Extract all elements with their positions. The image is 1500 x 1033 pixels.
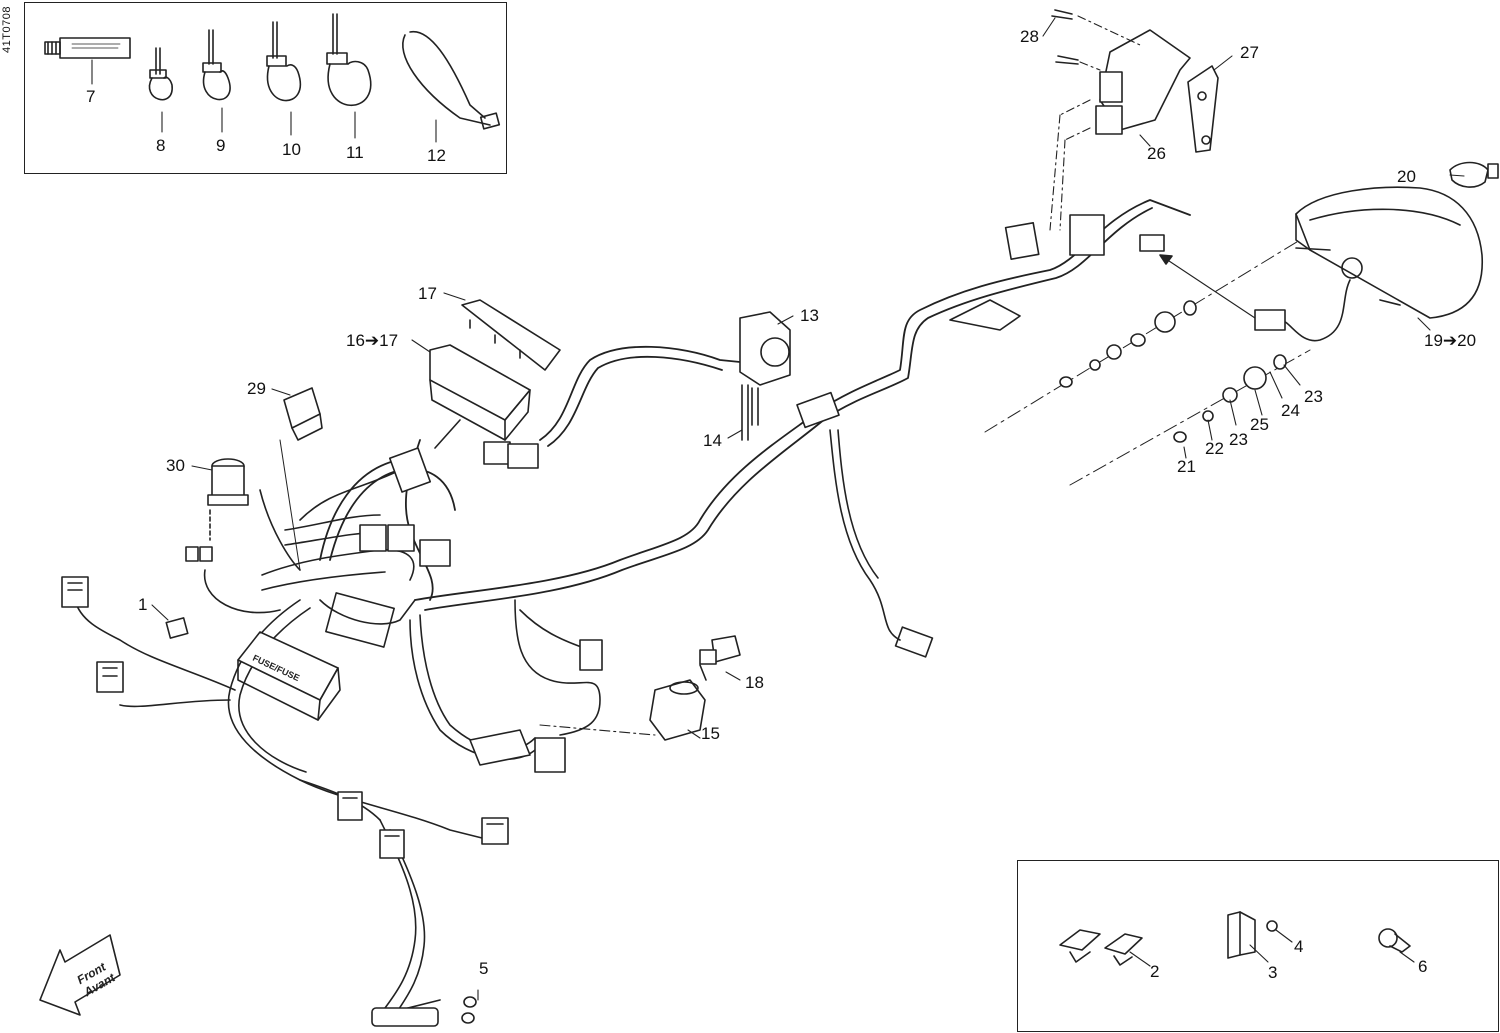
tail-light-19: [1295, 186, 1483, 319]
center-harness-bundle: [259, 469, 416, 648]
bolts-28: [1051, 9, 1141, 71]
callout-23-lower: 23: [1229, 430, 1248, 449]
callout-21: 21: [1177, 457, 1196, 476]
harness-clip-a: [1059, 929, 1101, 963]
module-16: [429, 344, 531, 449]
callout-6: 6: [1418, 957, 1428, 976]
hardware-inset-bottom: [1017, 860, 1499, 1032]
callout-26: 26: [1147, 144, 1166, 163]
callout-23-upper: 23: [1304, 387, 1323, 406]
grease-tube-part: [44, 37, 131, 59]
fuse-box: [237, 631, 341, 721]
connector-lower-c: [481, 817, 509, 845]
cable-tie-extra-large: [402, 30, 501, 130]
tail-light-pigtail: [1159, 254, 1351, 342]
callout-17: 17: [418, 284, 437, 303]
callout-9: 9: [216, 136, 226, 155]
callout-4: 4: [1294, 937, 1304, 956]
callout-30: 30: [166, 456, 185, 475]
p-clamp: [1378, 928, 1415, 963]
connector-30-pigtail: [185, 546, 213, 562]
bulb-20: [1449, 161, 1499, 188]
bracket-27: [1187, 65, 1219, 153]
connector-left-top: [61, 576, 89, 608]
callout-18: 18: [745, 673, 764, 692]
mounting-bracket: [1227, 911, 1269, 963]
connector-right-center: [796, 391, 840, 429]
front-arrow-icon: [39, 934, 121, 1016]
callout-7: 7: [86, 87, 96, 106]
nuts-5: [461, 989, 479, 1024]
connector-lower-a: [337, 791, 363, 821]
bracket-upper-harness: [949, 299, 1021, 331]
callout-1: 1: [138, 595, 148, 614]
callout-5: 5: [479, 959, 489, 978]
connector-center-b: [387, 524, 415, 552]
connector-left-mid: [96, 661, 124, 693]
hardware-inset-top: [24, 2, 507, 174]
callout-25: 25: [1250, 415, 1269, 434]
connector-center-left: [388, 447, 432, 493]
callout-29: 29: [247, 379, 266, 398]
callout-3: 3: [1268, 963, 1278, 982]
callout-22: 22: [1205, 439, 1224, 458]
callout-14: 14: [703, 431, 722, 450]
callout-24: 24: [1281, 401, 1300, 420]
callout-13: 13: [800, 306, 819, 325]
connector-double: [483, 441, 539, 469]
callout-2: 2: [1150, 962, 1160, 981]
connector-center-a: [359, 524, 387, 552]
callout-12: 12: [427, 146, 446, 165]
figure-reference-id: 41T0708: [1, 6, 13, 53]
callout-27: 27: [1240, 43, 1259, 62]
callout-10: 10: [282, 140, 301, 159]
cable-tie-small: [148, 47, 173, 101]
cable-tie-medium-a: [202, 29, 231, 101]
connector-small-1: [165, 617, 189, 639]
callout-20: 20: [1397, 167, 1416, 186]
cable-tie-large: [326, 13, 372, 107]
harness-clip-b: [1104, 933, 1151, 967]
connector-upper-right: [1004, 214, 1165, 260]
callout-11: 11: [346, 143, 364, 162]
callout-19-20: 19➔20: [1424, 331, 1477, 350]
cable-tie-medium-b: [266, 21, 301, 102]
callout-16-17: 16➔17: [346, 331, 399, 350]
inset-top-leaders: [91, 59, 437, 143]
connector-cover-17: [461, 299, 561, 371]
connector-lower-center: [469, 729, 566, 773]
power-socket-30: [207, 458, 249, 541]
connector-center-c: [419, 539, 451, 567]
switch-18: [699, 635, 741, 681]
connector-lower-b: [379, 829, 405, 859]
connector-mid-right: [579, 639, 603, 671]
connector-bottom-plug: [371, 1007, 439, 1027]
connector-29: [279, 387, 323, 571]
callout-8: 8: [156, 136, 166, 155]
connector-15: [539, 679, 706, 741]
module-26: [1049, 29, 1191, 231]
screw-14: [741, 384, 759, 441]
mounting-hardware: [984, 239, 1311, 486]
right-drop-branch: [829, 429, 934, 658]
callout-leaders: [151, 17, 1465, 739]
callout-15: 15: [701, 724, 720, 743]
callout-28: 28: [1020, 27, 1039, 46]
switch-13: [739, 311, 791, 386]
bracket-screw: [1266, 920, 1293, 943]
